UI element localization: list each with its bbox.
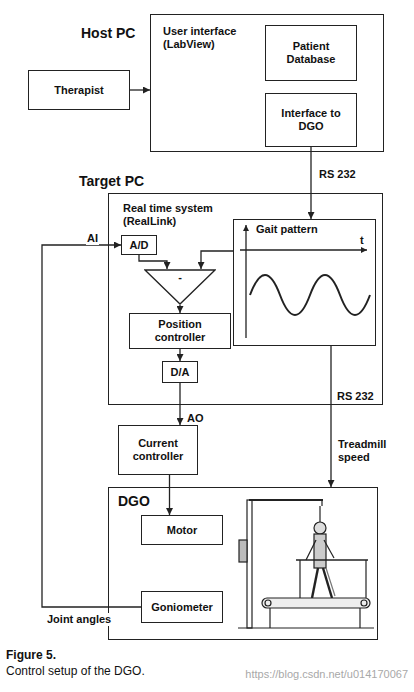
signal-line bbox=[169, 475, 170, 515]
system-label: Real time system (RealLink) bbox=[123, 202, 229, 228]
motor-box: Motor bbox=[141, 515, 223, 545]
gait-plot bbox=[240, 225, 370, 338]
label-holder: RS 232 bbox=[336, 386, 375, 404]
signal-label: AO bbox=[186, 412, 205, 425]
text-holder: t bbox=[360, 234, 364, 247]
signal-line bbox=[179, 349, 180, 361]
text-holder: User interface (LabView) bbox=[163, 25, 259, 51]
controller-box: Position controller bbox=[129, 313, 231, 349]
signal-line bbox=[201, 251, 233, 269]
signal-line bbox=[310, 147, 311, 219]
box-text: Position controller bbox=[134, 318, 226, 344]
signal-line bbox=[179, 305, 180, 313]
triangle-shape bbox=[145, 270, 215, 304]
text-holder: Real time system (RealLink) bbox=[123, 202, 229, 228]
box-text: Goniometer bbox=[151, 601, 213, 614]
port-label: RS 232 bbox=[336, 390, 375, 403]
label-holder: Figure 5. bbox=[6, 648, 56, 662]
host-pc-box: Host PCUser interface (LabView)Patient D… bbox=[150, 14, 384, 152]
figure-caption: Control setup of the DGO. bbox=[6, 664, 145, 678]
figure-number: Figure 5. bbox=[6, 648, 56, 662]
system-label: User interface (LabView) bbox=[163, 25, 259, 51]
controller-box: Current controller bbox=[118, 425, 198, 475]
target-pc-box: Target PCReal time system (RealLink)A/DG… bbox=[108, 193, 383, 405]
signal-label: RS 232 bbox=[318, 168, 357, 181]
signal-line bbox=[179, 383, 180, 425]
text-holder: - bbox=[144, 271, 216, 284]
label-holder: https://blog.csdn.net/u014170067 bbox=[200, 668, 408, 681]
text-holder: DGO bbox=[118, 493, 150, 509]
dgo-box: DGO MotorGoniometer bbox=[108, 487, 378, 640]
signal-label: Joint angles bbox=[46, 613, 112, 626]
box-text: D/A bbox=[171, 366, 190, 379]
watermark: https://blog.csdn.net/u014170067 bbox=[200, 668, 408, 681]
box-text: Therapist bbox=[54, 84, 104, 97]
label-holder: Treadmill speed bbox=[337, 438, 399, 465]
section-heading: Target PC bbox=[79, 173, 144, 189]
subtractor-triangle: - bbox=[144, 269, 216, 305]
converter-box: A/D bbox=[121, 235, 157, 255]
signal-label: Treadmill speed bbox=[337, 438, 399, 464]
text-holder: Gait pattern bbox=[256, 223, 318, 236]
section-heading: Host PC bbox=[81, 25, 135, 41]
axis-label: t bbox=[360, 234, 364, 247]
box-text: Patient Database bbox=[270, 40, 352, 66]
process-box: Patient Database bbox=[265, 25, 357, 81]
converter-box: D/A bbox=[162, 361, 198, 383]
signal-line bbox=[139, 255, 167, 269]
signal-line bbox=[130, 89, 150, 90]
label-holder: AO bbox=[186, 408, 205, 426]
section-heading: DGO bbox=[118, 493, 150, 509]
text-holder: Target PC bbox=[79, 173, 144, 189]
operator-sign: - bbox=[144, 271, 216, 284]
gait-pattern-box: Gait pattern t bbox=[233, 219, 376, 346]
box-text: Motor bbox=[167, 524, 198, 537]
signal-line bbox=[330, 346, 331, 487]
actor-box: Therapist bbox=[28, 70, 130, 110]
process-box: Interface to DGO bbox=[265, 93, 357, 147]
caption-holder: Control setup of the DGO. bbox=[6, 664, 145, 678]
signal-label: AI bbox=[86, 232, 99, 245]
label-holder: AI bbox=[86, 228, 99, 246]
box-text: A/D bbox=[130, 239, 149, 252]
text-holder: Host PC bbox=[81, 25, 135, 41]
box-text: Current controller bbox=[123, 437, 193, 463]
plot-title: Gait pattern bbox=[256, 223, 318, 236]
box-text: Interface to DGO bbox=[270, 107, 352, 133]
label-holder: Joint angles bbox=[46, 609, 132, 627]
dgo-robot bbox=[238, 500, 374, 628]
label-holder: RS 232 bbox=[318, 164, 357, 182]
sensor-box: Goniometer bbox=[141, 591, 223, 623]
